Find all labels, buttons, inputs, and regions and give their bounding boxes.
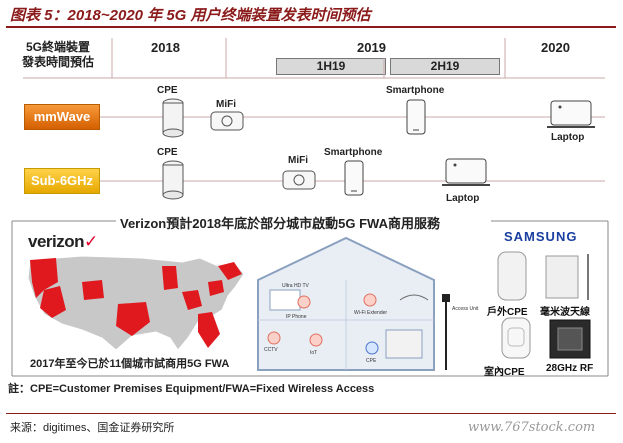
year-2019: 2019	[357, 40, 386, 55]
verizon-heading: Verizon預計2018年底於部分城市啟動5G FWA商用服務	[120, 216, 440, 231]
house-label-iot: IoT	[310, 350, 317, 356]
state-fl	[198, 312, 220, 348]
tv-icon	[269, 289, 301, 311]
laptop-icon	[547, 100, 595, 128]
outdoor-cpe-icon	[497, 251, 527, 301]
smartphone-icon	[406, 99, 426, 135]
source-note: 来源：digitimes、国金证券研究所	[10, 422, 175, 434]
smartphone-icon	[344, 160, 364, 196]
mmwave-cpe-label: CPE	[157, 85, 178, 96]
mmwave-antenna-icon	[545, 254, 589, 300]
room-icon	[385, 329, 423, 359]
samsung-logo: SAMSUNG	[504, 229, 578, 244]
indoor-cpe-icon	[501, 317, 531, 359]
samsung-item-mmwave-antenna: 毫米波天線	[540, 307, 590, 318]
state-ca	[40, 286, 66, 318]
mifi-icon	[210, 111, 244, 131]
state-mtn	[82, 280, 104, 300]
laptop-icon	[442, 158, 490, 186]
state-tx	[116, 302, 150, 336]
map-caption: 2017年至今已於11個城市試商用5G FWA	[30, 358, 230, 370]
sub6-mifi-label: MiFi	[288, 155, 308, 166]
bottom-divider	[6, 413, 616, 414]
sub6-smartphone-label: Smartphone	[324, 147, 383, 158]
state-mid	[162, 266, 178, 290]
timeline-header-line1: 5G終端裝置	[26, 40, 91, 54]
row-label-mmwave: mmWave	[24, 104, 100, 130]
state-se1	[182, 290, 202, 310]
year-2020: 2020	[541, 40, 570, 55]
mmwave-smartphone-label: Smartphone	[386, 85, 445, 96]
house-label-ip-phone: IP Phone	[286, 314, 307, 320]
mmwave-mifi-label: MiFi	[216, 99, 236, 110]
verizon-logo: verizon✓	[28, 232, 98, 252]
rf-chip-icon	[549, 319, 591, 359]
verizon-logo-text: verizon	[28, 232, 85, 251]
footnote: 註：CPE=Customer Premises Equipment/FWA=Fi…	[8, 383, 375, 395]
cpe-icon	[162, 98, 184, 138]
wifi-extender-icon	[363, 293, 377, 307]
sub6-cpe-label: CPE	[157, 147, 178, 158]
cctv-icon	[267, 331, 281, 345]
house-label-cpe: CPE	[366, 358, 377, 364]
state-ne2	[208, 280, 224, 296]
timeline-header: 5G終端裝置 發表時間預估	[22, 40, 94, 70]
samsung-item-indoor-cpe: 室內CPE	[484, 367, 525, 378]
verizon-frame	[11, 220, 609, 377]
year-2018: 2018	[151, 40, 180, 55]
signal-icon	[399, 294, 429, 301]
samsung-item-outdoor-cpe: 戶外CPE	[487, 307, 528, 318]
house-label-tv: Ultra HD TV	[282, 283, 310, 289]
house-label-cctv: CCTV	[264, 347, 278, 353]
house-diagram: Ultra HD TV IP Phone Wi-Fi Extender CCTV…	[257, 236, 479, 371]
verizon-check-icon: ✓	[84, 232, 98, 251]
mifi-icon	[282, 170, 316, 190]
house-label-wifi-extender: Wi-Fi Extender	[354, 310, 387, 316]
state-ne	[218, 262, 242, 280]
cpe-node-icon	[365, 341, 379, 355]
watermark: www.767stock.com	[468, 420, 596, 435]
row-label-sub6ghz: Sub-6GHz	[24, 168, 100, 194]
us-map	[27, 255, 245, 351]
sub6-laptop-label: Laptop	[446, 193, 480, 204]
samsung-item-28ghz-rf: 28GHz RF	[546, 363, 594, 374]
timeline-header-line2: 發表時間預估	[22, 55, 95, 69]
mmwave-laptop-label: Laptop	[551, 132, 585, 143]
title-divider	[6, 26, 616, 28]
half-1h19: 1H19	[276, 58, 386, 75]
figure-title: 图表 5：2018~2020 年 5G 用户终端装置发表时间预估	[10, 7, 371, 24]
state-west	[30, 258, 58, 298]
half-2h19: 2H19	[390, 58, 500, 75]
ip-phone-icon	[297, 295, 311, 309]
house-label-access-unit: Access Unit	[452, 306, 479, 312]
cpe-icon	[162, 160, 184, 200]
access-unit-icon	[442, 294, 450, 302]
iot-icon	[309, 333, 323, 347]
